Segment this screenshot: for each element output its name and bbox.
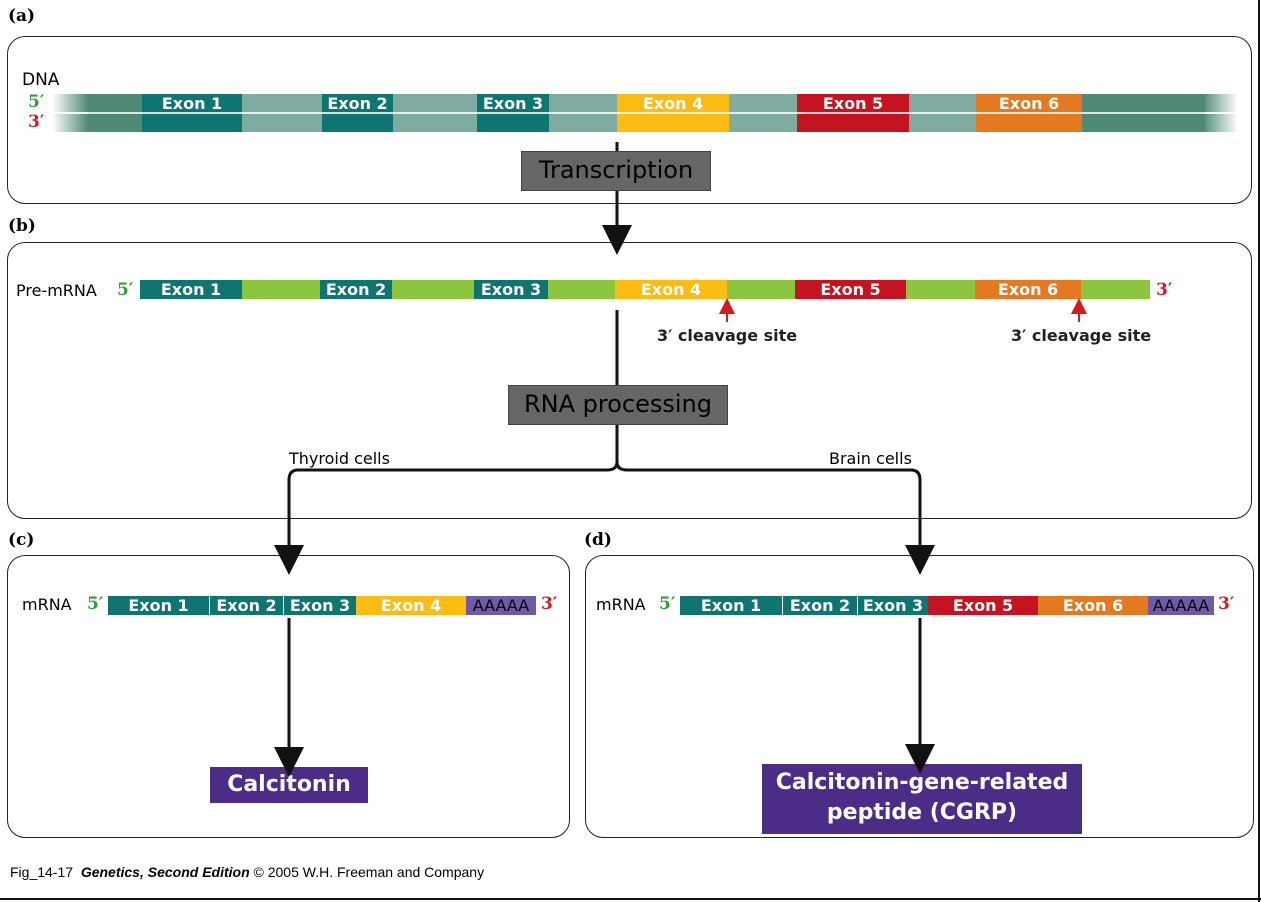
rna-processing-step: RNA processing	[508, 385, 728, 425]
frame-right	[1258, 0, 1260, 902]
panel-label-d: (d)	[584, 530, 612, 550]
premrna-exon-5: Exon 5	[795, 280, 906, 299]
mrna-d-exon-1: Exon 1	[680, 596, 782, 615]
premrna-label: Pre-mRNA	[16, 281, 97, 300]
transcription-step: Transcription	[521, 151, 711, 191]
mrna-d-three-prime: 3′	[1218, 594, 1235, 614]
premrna-exon-1: Exon 1	[140, 280, 242, 299]
mrna-d-exon-3: Exon 3	[858, 596, 928, 615]
panel-label-a: (a)	[8, 6, 36, 26]
thyroid-cells-label: Thyroid cells	[289, 449, 390, 468]
panel-a	[7, 36, 1252, 204]
premrna-exon-2: Exon 2	[320, 280, 392, 299]
mrna-c-exon-4: Exon 4	[356, 596, 466, 615]
figure-caption: Fig_14-17 Genetics, Second Edition © 200…	[10, 864, 484, 880]
panel-label-c: (c)	[8, 530, 35, 550]
figure-book-title: Genetics, Second Edition	[80, 864, 250, 880]
cleavage-site-label-2: 3′ cleavage site	[1011, 326, 1152, 345]
mrna-c-polya: AAAAA	[466, 596, 536, 615]
premrna-exon-6: Exon 6	[975, 280, 1081, 299]
dna-three-prime: 3′	[28, 112, 45, 132]
mrna-c-five-prime: 5′	[87, 594, 104, 614]
calcitonin-product: Calcitonin	[210, 767, 368, 803]
cgrp-product: Calcitonin-gene-related peptide (CGRP)	[762, 764, 1082, 834]
dna-strand-divider	[52, 112, 1238, 114]
premrna-exon-3: Exon 3	[474, 280, 548, 299]
mrna-c-exon-3: Exon 3	[284, 596, 356, 615]
mrna-d-five-prime: 5′	[659, 594, 676, 614]
premrna-exon-4: Exon 4	[615, 280, 727, 299]
frame-bottom	[0, 898, 1261, 900]
brain-cells-label: Brain cells	[829, 449, 912, 468]
mrna-c-exon-2: Exon 2	[210, 596, 283, 615]
dna-five-prime: 5′	[28, 92, 45, 112]
premrna-three-prime: 3′	[1156, 280, 1173, 300]
mrna-c-exon-1: Exon 1	[108, 596, 209, 615]
mrna-c-label: mRNA	[22, 595, 72, 614]
mrna-d-exon-2: Exon 2	[783, 596, 857, 615]
figure-number: Fig_14-17	[10, 864, 74, 880]
dna-label: DNA	[22, 70, 60, 90]
mrna-d-polya: AAAAA	[1148, 596, 1214, 615]
mrna-d-exon-5: Exon 5	[928, 596, 1038, 615]
cleavage-site-label-1: 3′ cleavage site	[657, 326, 798, 345]
mrna-d-exon-6: Exon 6	[1038, 596, 1148, 615]
premrna-five-prime: 5′	[117, 280, 134, 300]
cgrp-product-line-1: Calcitonin-gene-related	[775, 770, 1069, 795]
cgrp-product-line-2: peptide (CGRP)	[826, 800, 1018, 825]
mrna-c-three-prime: 3′	[541, 594, 558, 614]
panel-label-b: (b)	[8, 216, 36, 236]
figure-copyright: © 2005 W.H. Freeman and Company	[253, 864, 485, 880]
mrna-d-label: mRNA	[596, 595, 646, 614]
